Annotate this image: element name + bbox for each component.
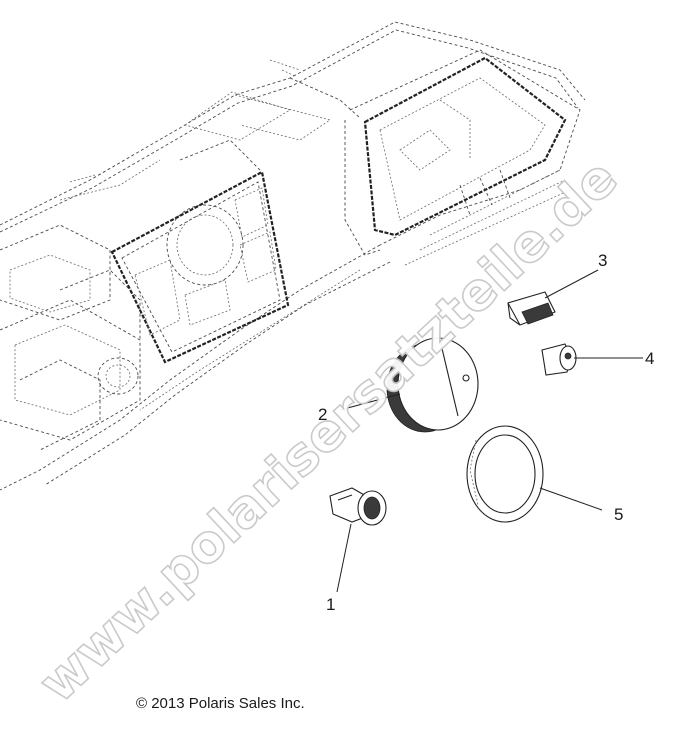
copyright-notice: © 2013 Polaris Sales Inc. <box>136 695 305 712</box>
watermark: www.polarisersatzteile.de <box>28 148 629 714</box>
callout-3: 3 <box>598 251 607 270</box>
callout-2: 2 <box>318 405 327 424</box>
callouts: 1 2 3 4 5 <box>318 251 654 614</box>
part-3-rocker-switch <box>507 291 556 326</box>
leader-lines <box>336 269 643 593</box>
part-4-power-outlet <box>541 343 577 376</box>
part-5-bezel-ring <box>466 425 544 523</box>
callout-1: 1 <box>326 595 335 614</box>
part-2-gauge <box>386 337 479 433</box>
callout-4: 4 <box>645 349 654 368</box>
callout-5: 5 <box>614 505 623 524</box>
part-1-switch <box>329 487 387 526</box>
dashboard-assembly <box>0 21 586 491</box>
